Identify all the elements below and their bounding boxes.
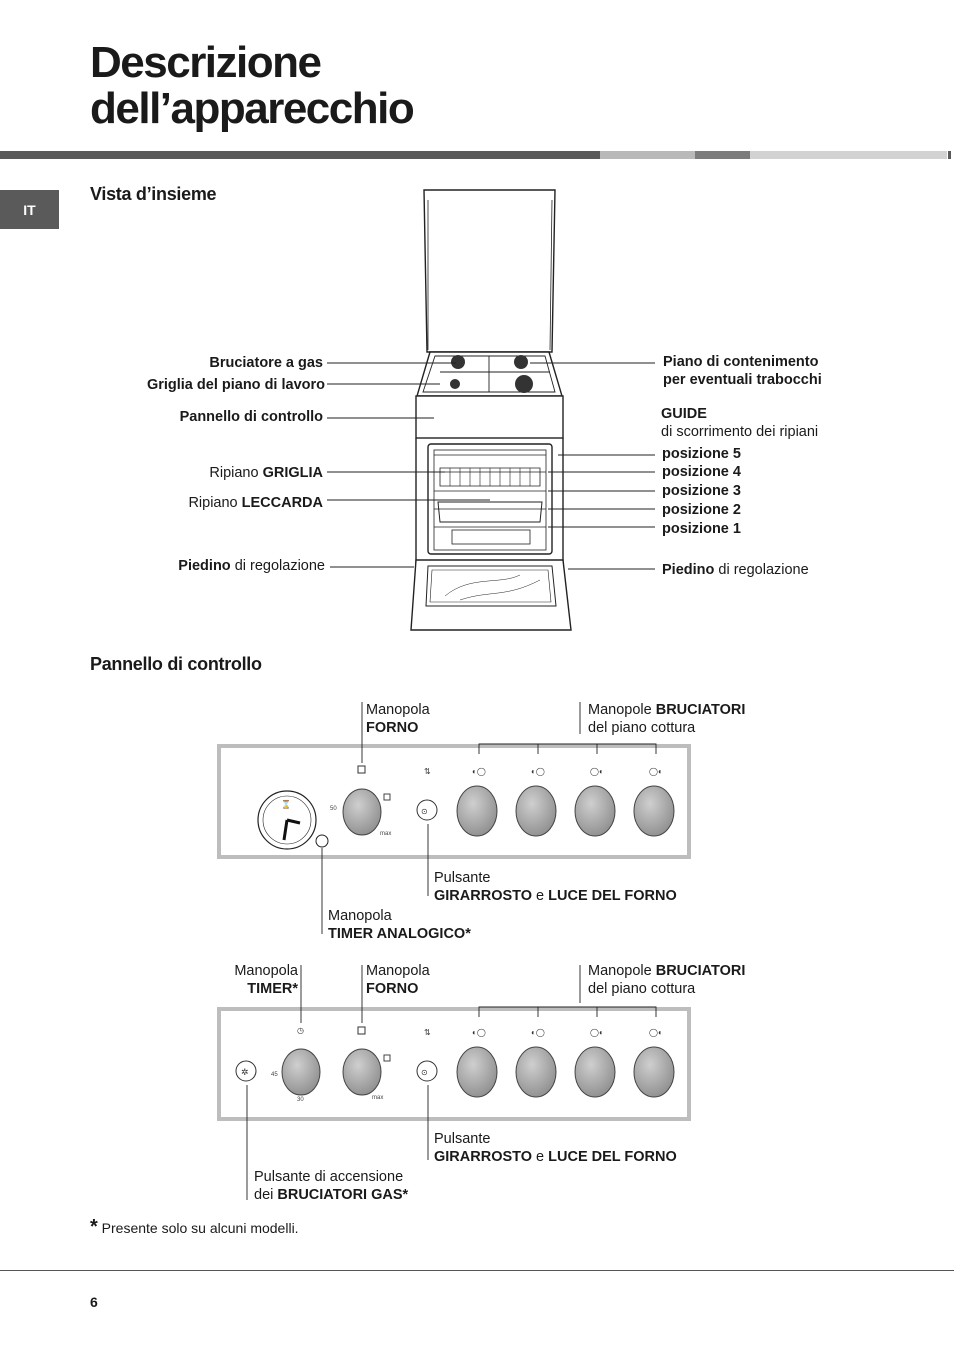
- label-rack: Ripiano GRIGLIA: [209, 465, 323, 481]
- label-spill-tray: Piano di contenimento per eventuali trab…: [663, 354, 822, 388]
- footer-divider: [0, 1270, 954, 1271]
- svg-text:⌛: ⌛: [281, 799, 291, 809]
- control-panel-2-illustration: ✲ ◷ 45 30 max ⇅ ⊙ ◐◯ ◐◯ ◯◐ ◯◐: [217, 965, 691, 1200]
- label-burner: Bruciatore a gas: [209, 355, 323, 371]
- header-bar-light: [600, 151, 695, 159]
- panel2-label-ignition-button: Pulsante di accensione dei BRUCIATORI GA…: [254, 1169, 409, 1203]
- panel1-label-oven-knob: Manopola FORNO: [366, 702, 430, 736]
- svg-text:45: 45: [271, 1072, 278, 1078]
- svg-text:◐◯: ◐◯: [472, 1028, 486, 1037]
- panel2-label-oven-knob: Manopola FORNO: [366, 963, 430, 997]
- header-bar-end: [948, 151, 951, 159]
- panel2-label-rotisserie-button: Pulsante GIRARROSTO e LUCE DEL FORNO: [434, 1131, 677, 1165]
- svg-text:⇅: ⇅: [424, 1028, 431, 1037]
- svg-text:✲: ✲: [241, 1067, 249, 1077]
- label-position-4: posizione 4: [662, 464, 741, 480]
- svg-text:⊙: ⊙: [421, 807, 428, 816]
- label-foot-right: Piedino di regolazione: [662, 562, 809, 578]
- svg-text:max: max: [380, 831, 391, 837]
- panel2-label-timer: Manopola TIMER*: [234, 963, 298, 997]
- svg-text:◐◯: ◐◯: [472, 767, 486, 776]
- label-foot-left: Piedino di regolazione: [178, 558, 325, 574]
- header-bar-mid: [695, 151, 750, 159]
- overview-heading: Vista d’insieme: [90, 184, 217, 204]
- footnote: * Presente solo su alcuni modelli.: [90, 1216, 299, 1238]
- svg-text:◯◐: ◯◐: [590, 1028, 604, 1037]
- svg-text:◯◐: ◯◐: [590, 767, 604, 776]
- svg-text:◯◐: ◯◐: [649, 767, 663, 776]
- language-tab: IT: [0, 190, 59, 229]
- cooker-illustration: [327, 189, 655, 631]
- label-position-2: posizione 2: [662, 502, 741, 518]
- label-guides: GUIDE di scorrimento dei ripiani: [661, 406, 819, 440]
- svg-text:◯◐: ◯◐: [649, 1028, 663, 1037]
- panel1-label-timer: Manopola TIMER ANALOGICO*: [328, 908, 471, 942]
- svg-text:⇅: ⇅: [424, 767, 431, 776]
- control-panel-1-illustration: ⌛ 50 max ⇅ ⊙ ◐◯ ◐◯ ◯◐ ◯◐: [217, 702, 691, 934]
- label-position-3: posizione 3: [662, 483, 741, 499]
- header-bar-pale: [750, 151, 947, 159]
- svg-text:50: 50: [330, 806, 337, 812]
- svg-text:max: max: [372, 1095, 383, 1101]
- label-position-5: posizione 5: [662, 446, 741, 462]
- label-control-panel: Pannello di controllo: [179, 409, 323, 425]
- page-number: 6: [90, 1294, 98, 1310]
- control-panel-heading: Pannello di controllo: [90, 654, 262, 674]
- panel1-label-burner-knobs: Manopole BRUCIATORI del piano cottura: [588, 702, 746, 736]
- svg-text:⊙: ⊙: [421, 1068, 428, 1077]
- svg-text:◐◯: ◐◯: [531, 1028, 545, 1037]
- label-drip-tray: Ripiano LECCARDA: [188, 495, 323, 511]
- label-position-1: posizione 1: [662, 521, 741, 537]
- svg-text:◷: ◷: [297, 1026, 304, 1035]
- svg-text:◐◯: ◐◯: [531, 767, 545, 776]
- label-hob-grid: Griglia del piano di lavoro: [146, 377, 325, 393]
- svg-text:30: 30: [297, 1097, 304, 1103]
- page-title: Descrizione dell’apparecchio: [90, 38, 415, 133]
- panel2-label-burner-knobs: Manopole BRUCIATORI del piano cottura: [588, 963, 746, 997]
- panel1-label-rotisserie-button: Pulsante GIRARROSTO e LUCE DEL FORNO: [434, 870, 677, 904]
- header-bar-dark: [0, 151, 600, 159]
